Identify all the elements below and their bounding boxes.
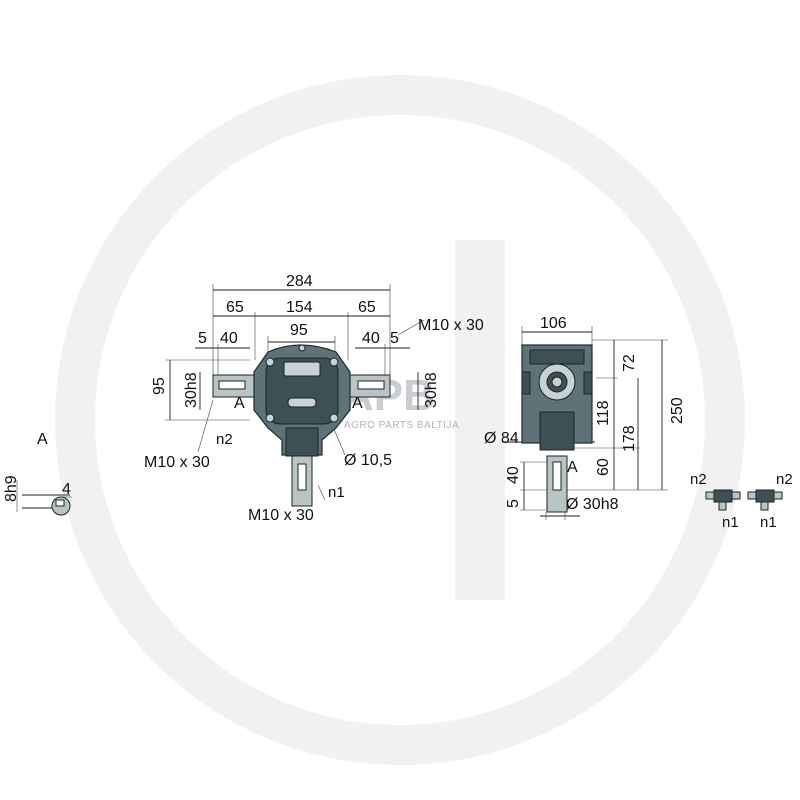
rotation-diagram-right: n2 n1 xyxy=(747,471,793,531)
label-thread-top-right: M10 x 30 xyxy=(418,317,484,334)
label-n2: n2 xyxy=(216,431,233,448)
dim-bolt-spacing: 95 xyxy=(290,322,308,339)
bolt-3 xyxy=(265,413,275,423)
housing-neck xyxy=(285,427,319,457)
watermark: APB AGRO PARTS BALTIJA xyxy=(55,75,745,765)
label-thread-bottom: M10 x 30 xyxy=(248,507,314,524)
dim-total-width: 284 xyxy=(286,273,313,290)
label-hole-dia: Ø 10,5 xyxy=(344,452,392,469)
dim-height: 95 xyxy=(151,377,168,395)
front-view: 284 65 154 65 5 40 95 40 5 95 30h8 30h8 … xyxy=(144,273,484,524)
label-section-left: A xyxy=(234,395,245,412)
section-a-title: A xyxy=(37,431,48,448)
side-shaft-stub-right xyxy=(583,371,593,395)
side-dim-flange-dia: Ø 84 xyxy=(484,430,519,447)
watermark-ring xyxy=(55,75,745,765)
dim-left-shaft-dia: 30h8 xyxy=(183,372,200,408)
side-label-section: A xyxy=(567,459,578,476)
side-dim-118: 118 xyxy=(595,400,612,426)
side-shaft-stub xyxy=(521,371,531,395)
left-key xyxy=(218,380,246,390)
bolt-2 xyxy=(329,357,339,367)
rotation-left-side-shaft-r xyxy=(731,491,741,500)
bolt-1 xyxy=(265,357,275,367)
rotation-left-body xyxy=(713,489,733,503)
rotation-right-n1: n1 xyxy=(760,514,777,531)
section-a: A 8h9 4 xyxy=(3,431,72,516)
nameplate xyxy=(283,361,321,377)
dim-right-shaft-dia: 30h8 xyxy=(423,372,440,408)
label-n1: n1 xyxy=(328,484,345,501)
rotation-right-side-shaft-r xyxy=(773,491,783,500)
rotation-right-side-shaft xyxy=(747,491,757,500)
section-a-dim-depth: 4 xyxy=(62,481,71,498)
side-dim-250: 250 xyxy=(669,397,686,424)
section-a-dim-key: 8h9 xyxy=(3,475,20,502)
dim-housing-width: 154 xyxy=(286,299,313,316)
oil-window xyxy=(287,397,317,408)
dim-right-shaft: 65 xyxy=(358,299,376,316)
right-key xyxy=(357,380,385,390)
side-neck xyxy=(539,411,575,451)
watermark-tagline: AGRO PARTS BALTIJA xyxy=(344,420,459,431)
side-shaft-end xyxy=(551,376,563,388)
side-dim-shaft-dia: Ø 30h8 xyxy=(566,496,619,513)
rotation-left-down-shaft xyxy=(718,501,727,511)
side-dim-5: 5 xyxy=(505,499,522,508)
front-dimension-lines xyxy=(165,284,425,501)
gearbox-housing xyxy=(212,344,391,507)
rotation-left-n1: n1 xyxy=(722,514,739,531)
section-a-keyway xyxy=(55,499,65,507)
rotation-right-down-shaft xyxy=(760,501,769,511)
side-dim-60: 60 xyxy=(595,458,612,476)
dim-left-key: 40 xyxy=(220,330,238,347)
bottom-key xyxy=(297,463,307,491)
side-dim-40: 40 xyxy=(505,466,522,484)
watermark-bar xyxy=(455,240,505,600)
side-housing xyxy=(521,344,593,513)
side-housing-top xyxy=(529,349,585,365)
rotation-diagram-left: n2 n1 xyxy=(690,471,741,531)
side-bottom-key xyxy=(552,461,562,491)
side-view: 106 72 250 118 178 Ø 84 40 60 5 Ø 30h8 A xyxy=(484,315,686,520)
dim-left-shaft: 65 xyxy=(226,299,244,316)
bolt-4 xyxy=(329,413,339,423)
dim-right-key: 40 xyxy=(362,330,380,347)
side-dim-width: 106 xyxy=(540,315,567,332)
rotation-right-n2: n2 xyxy=(776,471,793,488)
label-thread-left: M10 x 30 xyxy=(144,454,210,471)
dim-right-offset: 5 xyxy=(390,330,399,347)
dim-left-offset: 5 xyxy=(198,330,207,347)
side-dim-72: 72 xyxy=(621,354,638,372)
rotation-left-side-shaft xyxy=(705,491,715,500)
label-section-right: A xyxy=(352,395,363,412)
bolt-5 xyxy=(298,344,306,352)
rotation-right-body xyxy=(755,489,775,503)
rotation-left-n2: n2 xyxy=(690,471,707,488)
side-dim-178: 178 xyxy=(621,425,638,452)
